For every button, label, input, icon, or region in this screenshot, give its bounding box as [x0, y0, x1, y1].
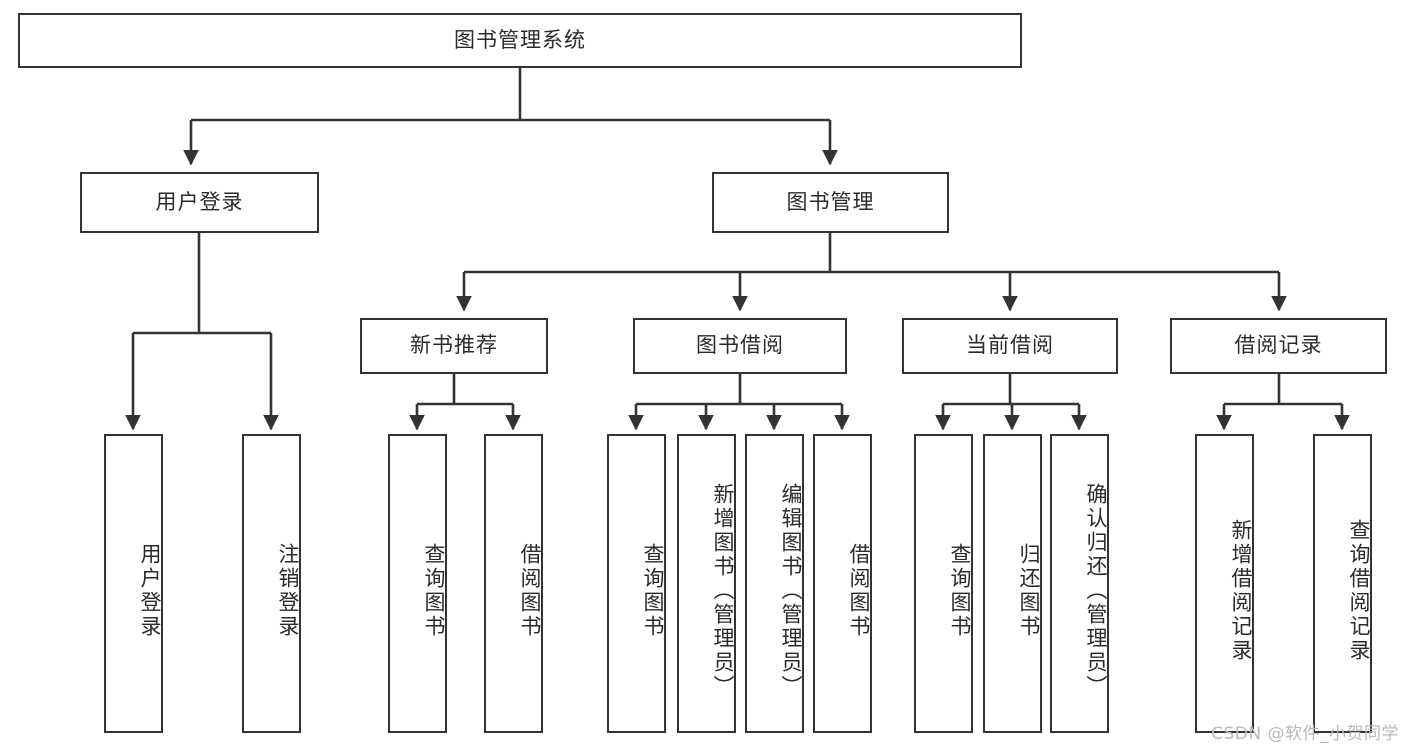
leaf-book-borrow-edit[interactable]: 编辑图书（管理员） — [745, 434, 804, 733]
node-label: 借阅图书 — [847, 542, 871, 639]
node-label: 借阅图书 — [518, 542, 542, 639]
node-book-management[interactable]: 图书管理 — [712, 172, 949, 233]
node-root-system[interactable]: 图书管理系统 — [18, 13, 1022, 68]
node-label: 用户登录 — [155, 189, 244, 214]
node-label: 借阅记录 — [1234, 333, 1323, 358]
leaf-current-borrow-return[interactable]: 归还图书 — [983, 434, 1042, 733]
node-user-login[interactable]: 用户登录 — [80, 172, 319, 233]
node-borrow-record[interactable]: 借阅记录 — [1170, 318, 1387, 374]
node-label: 新书推荐 — [410, 333, 498, 358]
node-label: 查询图书 — [641, 542, 665, 639]
leaf-user-login-login[interactable]: 用户登录 — [104, 434, 163, 733]
node-label: 查询图书 — [422, 542, 446, 639]
node-label: 新增借阅记录 — [1229, 518, 1253, 663]
node-label: 查询借阅记录 — [1347, 518, 1371, 663]
leaf-book-borrow-borrow[interactable]: 借阅图书 — [813, 434, 872, 733]
node-label: 编辑图书（管理员） — [779, 482, 803, 699]
node-label: 确认归还（管理员） — [1084, 482, 1108, 699]
leaf-book-borrow-add[interactable]: 新增图书（管理员） — [677, 434, 736, 733]
node-label: 查询图书 — [948, 542, 972, 639]
leaf-borrow-record-add[interactable]: 新增借阅记录 — [1195, 434, 1254, 733]
node-label: 注销登录 — [276, 542, 300, 639]
node-label: 新增图书（管理员） — [711, 482, 735, 699]
node-label: 当前借阅 — [966, 333, 1054, 358]
node-label: 图书管理 — [786, 189, 875, 214]
node-current-borrow[interactable]: 当前借阅 — [902, 318, 1118, 374]
leaf-user-login-logout[interactable]: 注销登录 — [242, 434, 301, 733]
node-label: 图书管理系统 — [454, 27, 586, 52]
node-new-book-recommend[interactable]: 新书推荐 — [360, 318, 548, 374]
node-label: 图书借阅 — [696, 333, 784, 358]
leaf-borrow-record-query[interactable]: 查询借阅记录 — [1313, 434, 1372, 733]
watermark-text: CSDN @软件_小贺同学 — [1211, 724, 1399, 744]
leaf-current-borrow-confirm-return[interactable]: 确认归还（管理员） — [1050, 434, 1109, 733]
leaf-current-borrow-query[interactable]: 查询图书 — [914, 434, 973, 733]
leaf-new-book-query[interactable]: 查询图书 — [388, 434, 447, 733]
leaf-new-book-borrow[interactable]: 借阅图书 — [484, 434, 543, 733]
leaf-book-borrow-query[interactable]: 查询图书 — [607, 434, 666, 733]
node-label: 用户登录 — [138, 542, 162, 639]
node-label: 归还图书 — [1017, 542, 1041, 639]
node-book-borrow[interactable]: 图书借阅 — [633, 318, 847, 374]
